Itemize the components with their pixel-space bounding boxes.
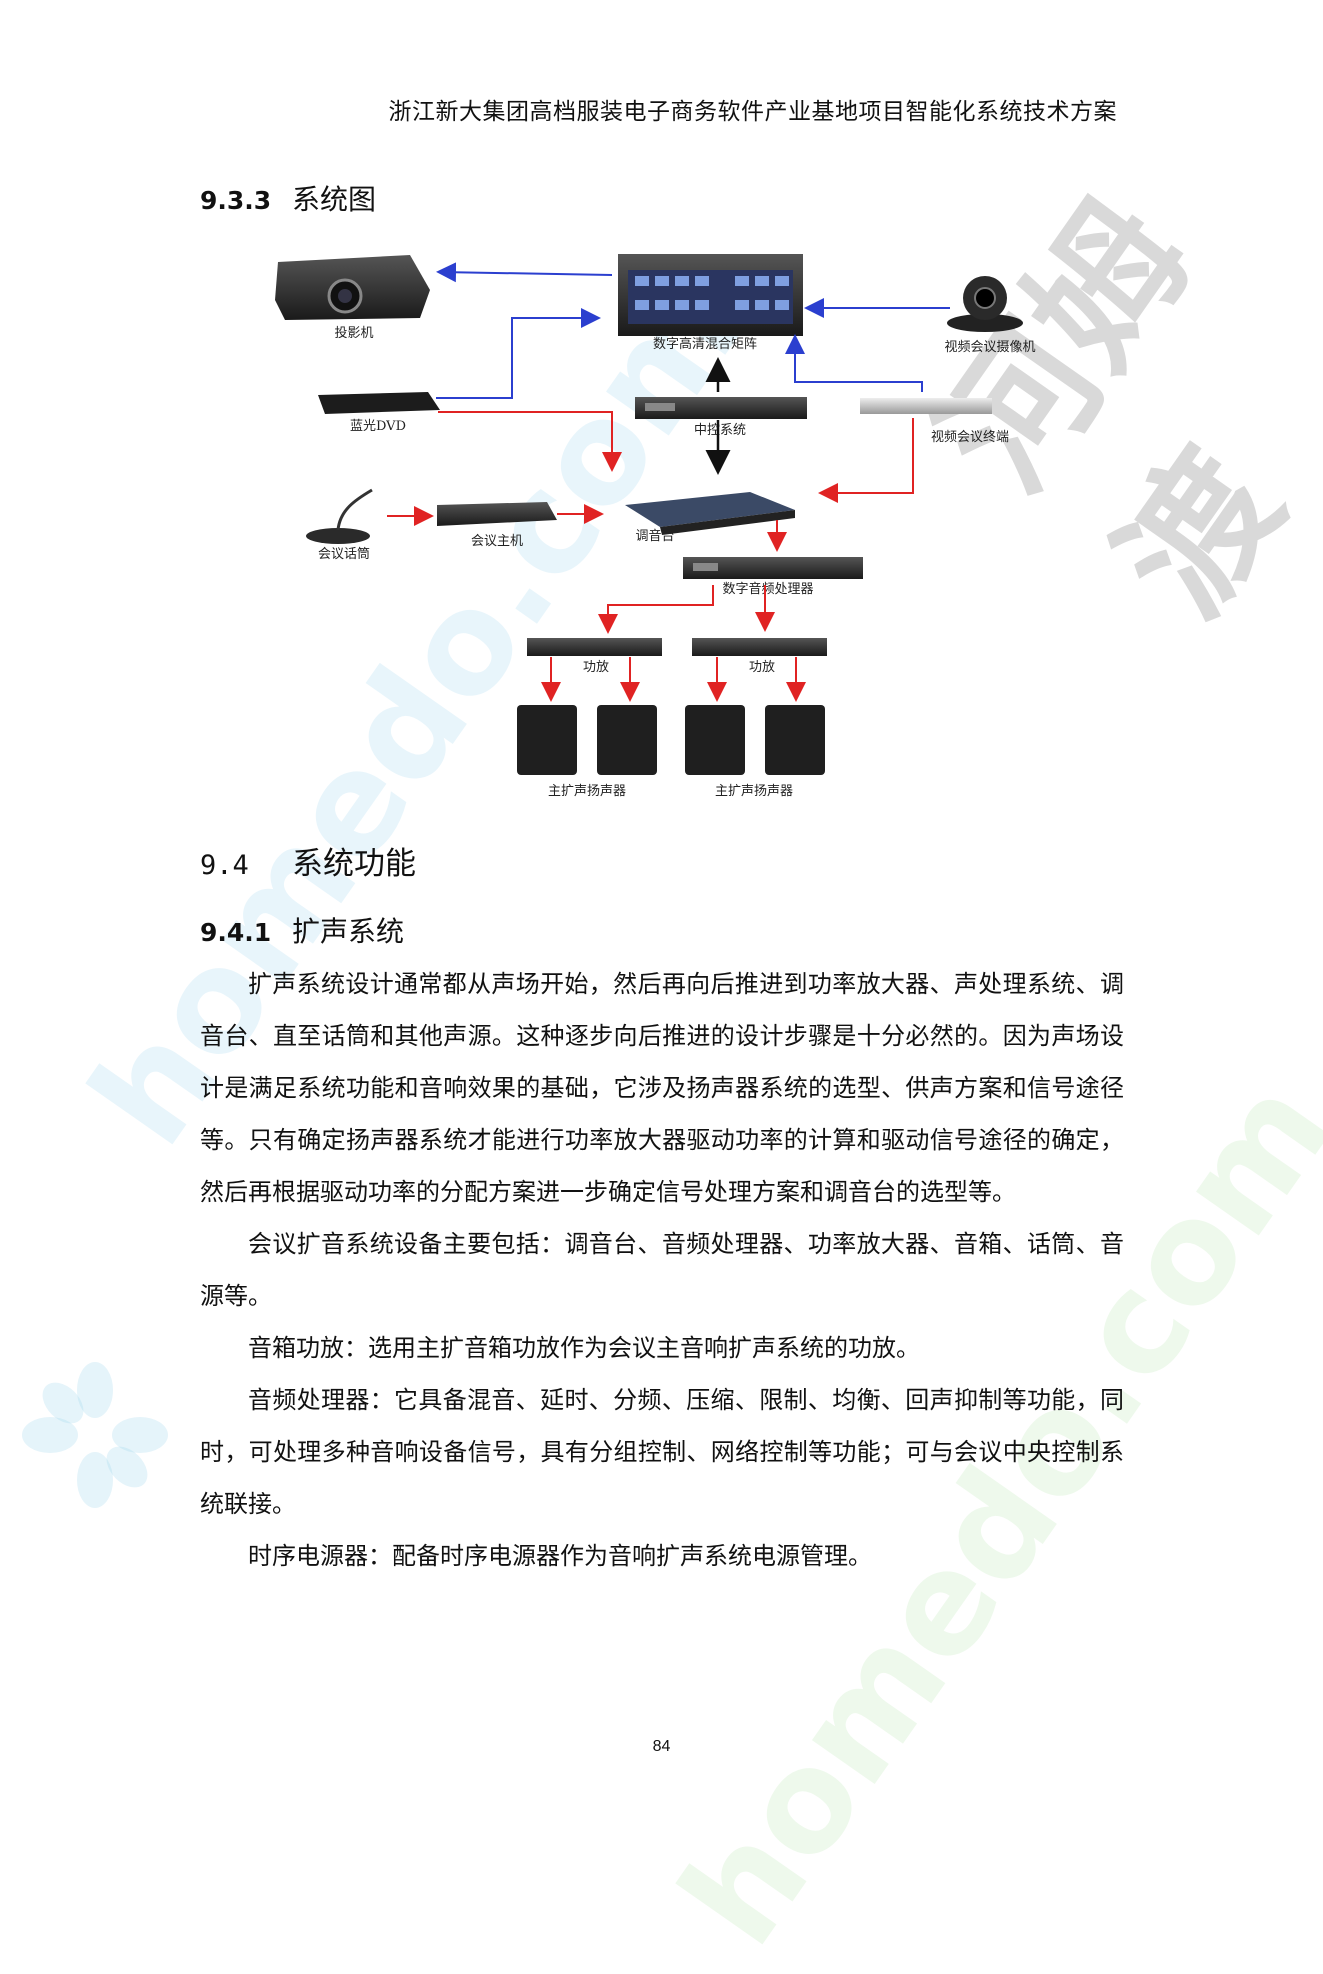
speakers-left-label: 主扩声扬声器 (548, 784, 626, 799)
audio-signal-lines (387, 411, 914, 702)
matrix-label: 数字高清混合矩阵 (653, 336, 757, 352)
page-number: 84 (652, 1738, 671, 1755)
matrix-device (618, 254, 803, 336)
mixer-label: 调音台 (635, 528, 674, 544)
section-title: 扩声系统 (292, 915, 405, 948)
speakers-left (517, 705, 657, 775)
section-title: 系统图 (292, 183, 377, 216)
amp-left-label: 功放 (583, 660, 609, 675)
section-9-4-1-heading: 9.4.1 扩声系统 (200, 910, 404, 950)
body-text: 扩声系统设计通常都从声场开始，然后再向后推进到功率放大器、声处理系统、调音台、直… (200, 958, 1124, 1582)
dsp-label: 数字音频处理器 (722, 581, 813, 597)
projector-device (275, 255, 430, 320)
conference-host-label: 会议主机 (471, 534, 523, 549)
speakers-right (685, 705, 825, 775)
amp-right-device (692, 638, 827, 656)
conference-mic-device (306, 488, 373, 544)
section-9-3-3-heading: 9.3.3 系统图 (200, 178, 376, 218)
vc-terminal-device (860, 398, 992, 414)
bluray-device (318, 392, 440, 414)
paragraph: 会议扩音系统设备主要包括：调音台、音频处理器、功率放大器、音箱、话筒、音源等。 (200, 1230, 1124, 1310)
paragraph: 扩声系统设计通常都从声场开始，然后再向后推进到功率放大器、声处理系统、调音台、直… (200, 970, 1124, 1206)
central-control-device (635, 397, 807, 419)
section-9-4-heading: 9.4 系统功能 (200, 838, 416, 883)
watermark-flower-icon (22, 1362, 168, 1508)
section-number: 9.4 (200, 850, 249, 881)
speakers-right-label: 主扩声扬声器 (715, 784, 793, 799)
projector-label: 投影机 (334, 325, 373, 341)
conference-host-device (437, 502, 557, 526)
bluray-label: 蓝光DVD (350, 419, 406, 434)
paragraph: 音频处理器：它具备混音、延时、分频、压缩、限制、均衡、回声抑制等功能，同时，可处… (200, 1386, 1124, 1518)
system-diagram: 投影机 数字高清混合矩阵 视频会议摄像机 蓝光DVD 中控系统 视频会议终端 (275, 254, 1036, 799)
section-title: 系统功能 (292, 846, 416, 882)
mixer-device (625, 492, 795, 535)
amp-left-device (527, 638, 662, 656)
amp-right-label: 功放 (749, 660, 775, 675)
camera-device (947, 276, 1023, 332)
paragraph: 音箱功放：选用主扩音箱功放作为会议主音响扩声系统的功放。 (248, 1334, 920, 1362)
central-control-label: 中控系统 (694, 423, 746, 438)
section-number: 9.3.3 (200, 186, 272, 215)
page-header: 浙江新大集团高档服装电子商务软件产业基地项目智能化系统技术方案 (388, 99, 1117, 125)
conference-mic-label: 会议话筒 (318, 546, 370, 562)
video-signal-lines (436, 262, 950, 399)
dsp-device (683, 557, 863, 579)
camera-label: 视频会议摄像机 (944, 340, 1035, 355)
vc-terminal-label: 视频会议终端 (931, 429, 1009, 445)
paragraph: 时序电源器：配备时序电源器作为音响扩声系统电源管理。 (248, 1542, 872, 1570)
section-number: 9.4.1 (200, 918, 272, 947)
